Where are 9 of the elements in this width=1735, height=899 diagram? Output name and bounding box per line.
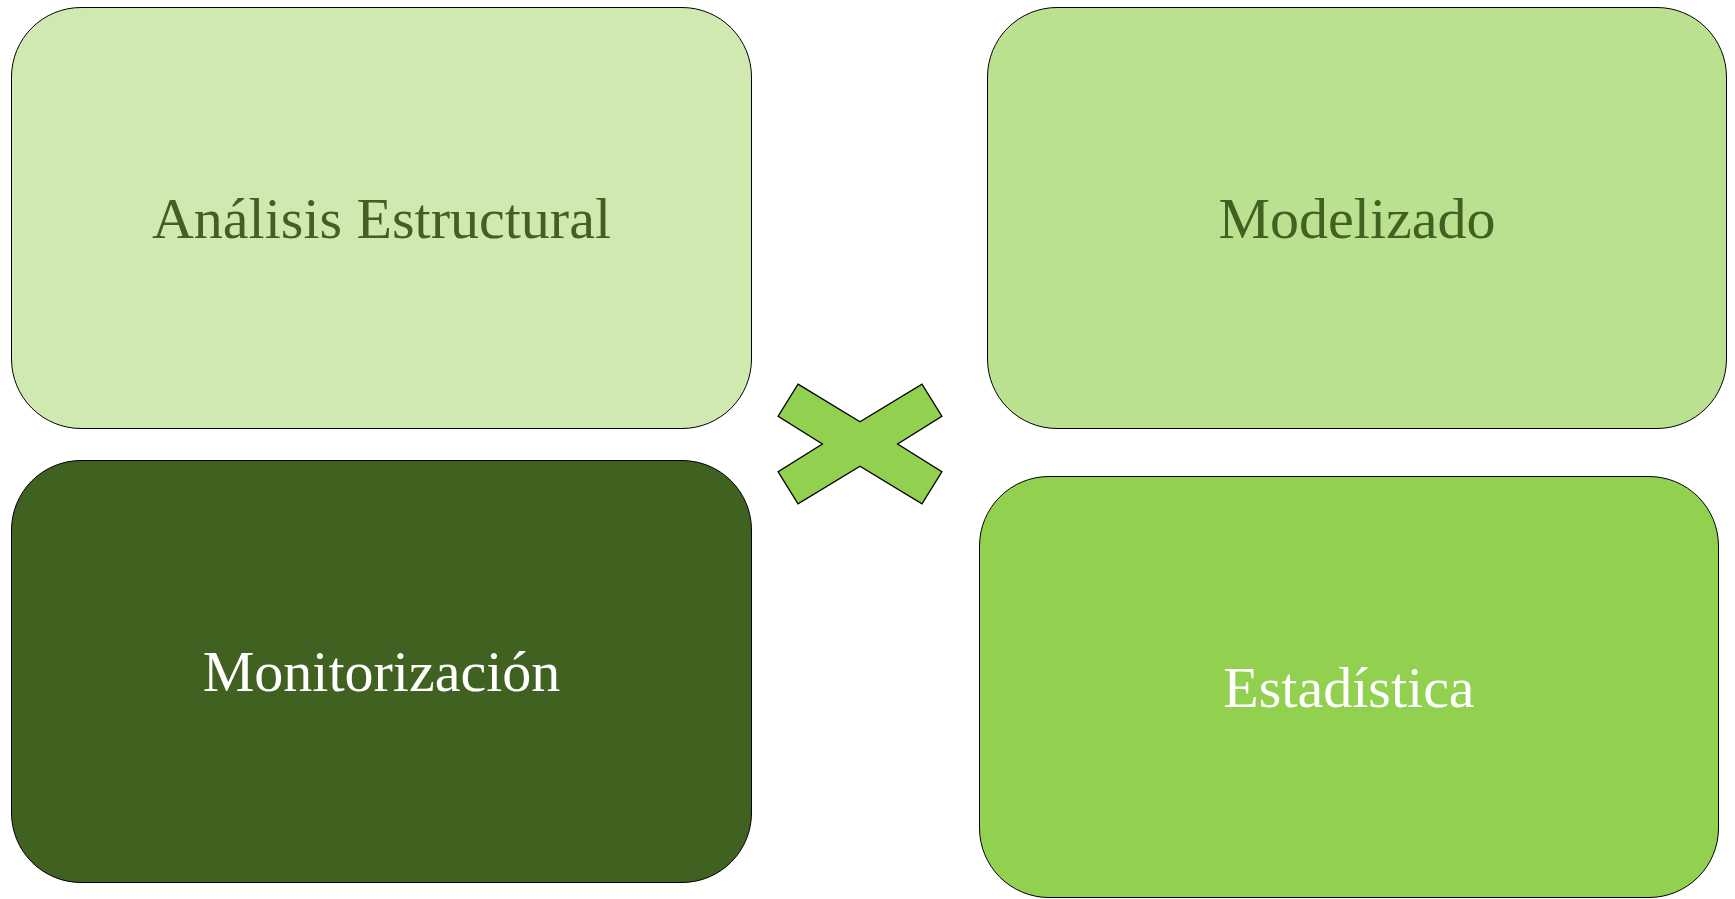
rounded-box — [979, 476, 1719, 898]
box-label: Análisis Estructural — [151, 184, 612, 252]
box-label: Modelizado — [1218, 184, 1496, 252]
rounded-box — [11, 7, 752, 429]
cross-shape — [777, 383, 943, 505]
rounded-box — [987, 7, 1727, 429]
rounded-box — [11, 460, 752, 883]
box-label: Monitorización — [202, 638, 561, 705]
box-label: Estadística — [1223, 653, 1475, 721]
